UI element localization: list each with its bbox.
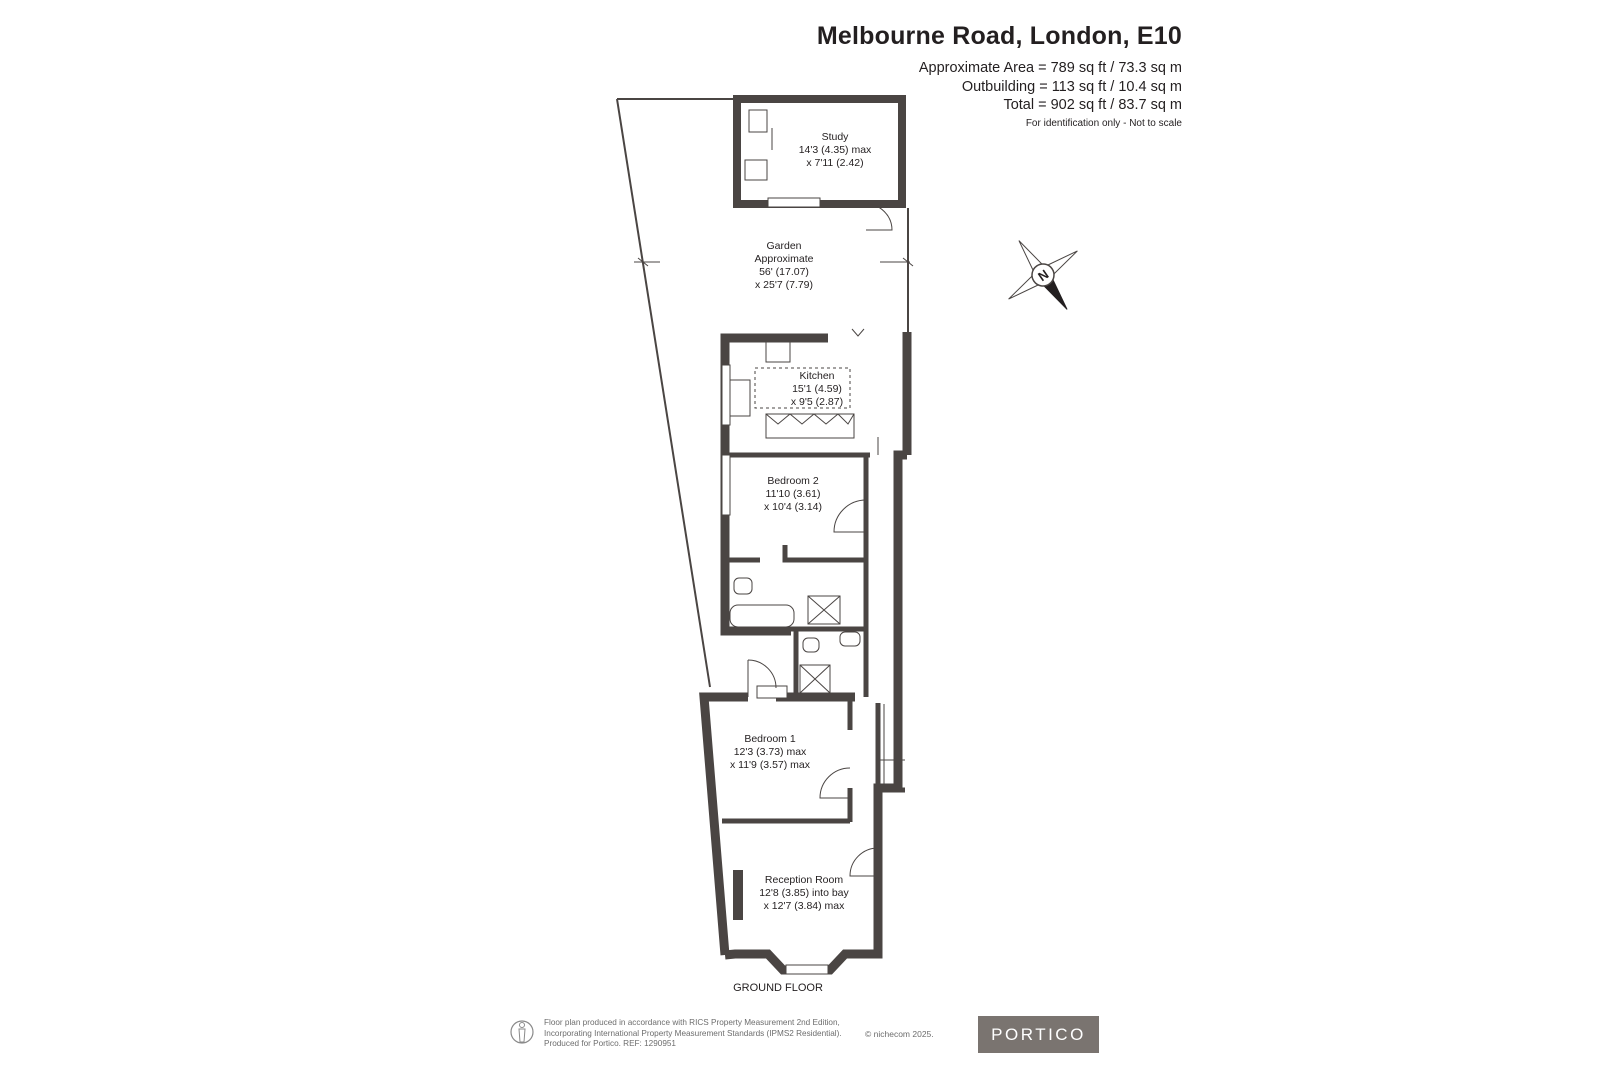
svg-text:x 11'9 (3.57) max: x 11'9 (3.57) max: [730, 759, 811, 771]
bedroom2-label: Bedroom 2 11'10 (3.61) x 10'4 (3.14): [764, 475, 822, 513]
study-walls: [733, 95, 906, 208]
outbuilding-area: Outbuilding = 113 sq ft / 10.4 sq m: [961, 78, 1182, 95]
svg-text:14'3 (4.35) max: 14'3 (4.35) max: [799, 144, 872, 156]
svg-text:x 12'7 (3.84) max: x 12'7 (3.84) max: [764, 900, 846, 912]
bedroom1-label: Bedroom 1 12'3 (3.73) max x 11'9 (3.57) …: [730, 733, 811, 771]
total-area: Total = 902 sq ft / 83.7 sq m: [1003, 97, 1182, 113]
bay-window: [785, 964, 829, 975]
bedroom2-window: [721, 454, 731, 516]
property-title: Melbourne Road, London, E10: [816, 22, 1182, 50]
svg-text:Approximate: Approximate: [755, 253, 814, 265]
study-door: [865, 203, 893, 231]
portico-logo: PORTICO: [978, 1016, 1099, 1053]
north-compass-icon: N: [1008, 240, 1078, 310]
property-header: Melbourne Road, London, E10 Approximate …: [817, 22, 1182, 129]
kitchen-label: Kitchen 15'1 (4.59) x 9'5 (2.87): [791, 370, 843, 408]
svg-text:56' (17.07): 56' (17.07): [759, 266, 809, 278]
study-basin-icon: [744, 159, 768, 181]
svg-text:15'1 (4.59): 15'1 (4.59): [792, 383, 842, 395]
footer: Floor plan produced in accordance with R…: [510, 1018, 1100, 1058]
person-icon: [510, 1020, 534, 1044]
study-window: [767, 197, 821, 208]
approximate-area: Approximate Area = 789 sq ft / 73.3 sq m: [918, 60, 1182, 76]
svg-text:Kitchen: Kitchen: [799, 370, 834, 382]
chimney-breast: [733, 870, 743, 920]
svg-text:x 7'11 (2.42): x 7'11 (2.42): [806, 157, 863, 169]
garden-width-markers: [634, 257, 914, 267]
footer-line-2: Incorporating International Property Mea…: [544, 1028, 842, 1038]
kitchen-units: [729, 328, 865, 439]
study-label: Study 14'3 (4.35) max x 7'11 (2.42): [799, 131, 872, 169]
footer-credit: © nichecom 2025.: [865, 1029, 934, 1039]
svg-text:x 10'4 (3.14): x 10'4 (3.14): [764, 501, 822, 513]
svg-text:Garden: Garden: [766, 240, 801, 252]
floor-label: GROUND FLOOR: [733, 982, 823, 994]
doors: [747, 437, 905, 877]
garden-boundary: [616, 98, 909, 688]
svg-text:Study: Study: [822, 131, 850, 143]
reception-label: Reception Room 12'8 (3.85) into bay x 12…: [759, 874, 849, 912]
footer-line-1: Floor plan produced in accordance with R…: [544, 1018, 840, 1027]
bathroom-fittings: [729, 577, 861, 694]
footer-disclaimer: Floor plan produced in accordance with R…: [544, 1018, 842, 1050]
svg-text:11'10 (3.61): 11'10 (3.61): [766, 488, 821, 500]
study-wc-icon: [748, 109, 768, 133]
svg-text:x 25'7 (7.79): x 25'7 (7.79): [755, 279, 813, 291]
garden-label: Garden Approximate 56' (17.07) x 25'7 (7…: [755, 240, 814, 291]
svg-text:12'3 (3.73) max: 12'3 (3.73) max: [734, 746, 807, 758]
interior-walls: [722, 452, 905, 856]
identification-note: For identification only - Not to scale: [1025, 117, 1182, 129]
footer-line-3: Produced for Portico. REF: 1290951: [544, 1039, 676, 1048]
svg-text:Reception Room: Reception Room: [765, 874, 843, 886]
svg-text:x 9'5 (2.87): x 9'5 (2.87): [791, 396, 843, 408]
svg-text:12'8 (3.85) into bay: 12'8 (3.85) into bay: [759, 887, 849, 899]
svg-text:Bedroom 2: Bedroom 2: [767, 475, 819, 487]
svg-text:Bedroom 1: Bedroom 1: [744, 733, 796, 745]
entrance-step: [756, 685, 788, 699]
kitchen-window: [721, 364, 731, 426]
